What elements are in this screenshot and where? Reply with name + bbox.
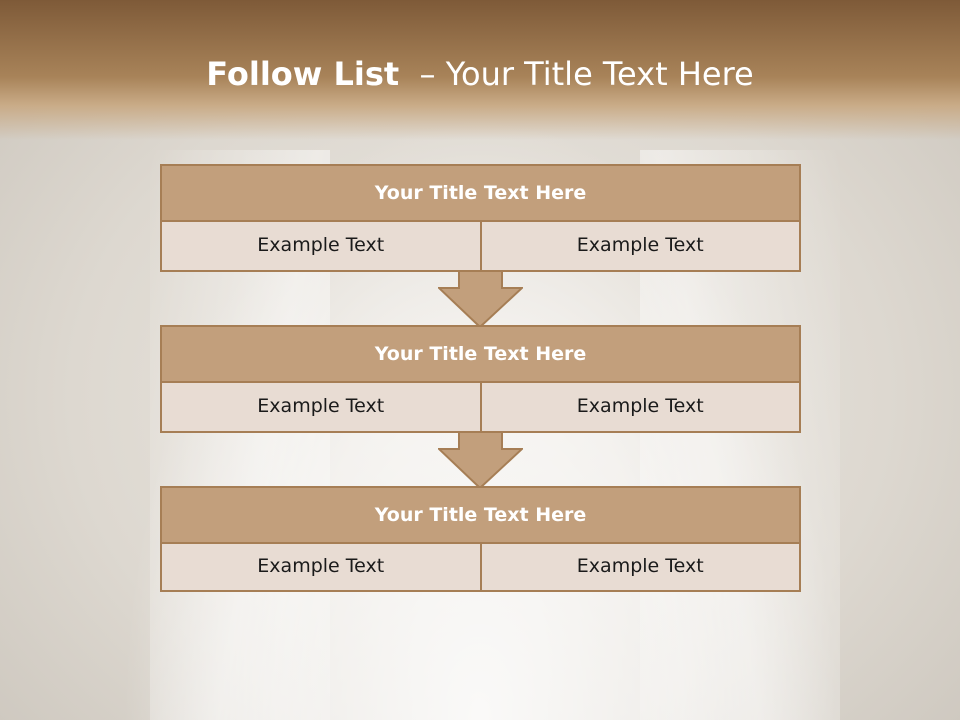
step-1-left-cell: Example Text — [160, 222, 482, 272]
step-block-3: Your Title Text Here Example Text Exampl… — [160, 486, 801, 592]
step-2-left-cell: Example Text — [160, 383, 482, 433]
step-3-row: Example Text Example Text — [160, 544, 801, 592]
slide-title-rest: – Your Title Text Here — [399, 55, 754, 93]
step-block-1: Your Title Text Here Example Text Exampl… — [160, 164, 801, 272]
down-arrow-icon — [438, 431, 523, 489]
slide-title: Follow List – Your Title Text Here — [0, 55, 960, 93]
step-2-row: Example Text Example Text — [160, 383, 801, 433]
down-arrow-icon — [438, 270, 523, 328]
header-band — [0, 0, 960, 140]
step-3-left-cell: Example Text — [160, 544, 482, 592]
step-block-2: Your Title Text Here Example Text Exampl… — [160, 325, 801, 433]
step-3-right-cell: Example Text — [481, 544, 801, 592]
step-1-title: Your Title Text Here — [160, 164, 801, 222]
step-2-right-cell: Example Text — [481, 383, 801, 433]
step-2-title: Your Title Text Here — [160, 325, 801, 383]
step-1-right-cell: Example Text — [481, 222, 801, 272]
slide-title-bold: Follow List — [206, 55, 400, 93]
step-3-title: Your Title Text Here — [160, 486, 801, 544]
step-1-row: Example Text Example Text — [160, 222, 801, 272]
